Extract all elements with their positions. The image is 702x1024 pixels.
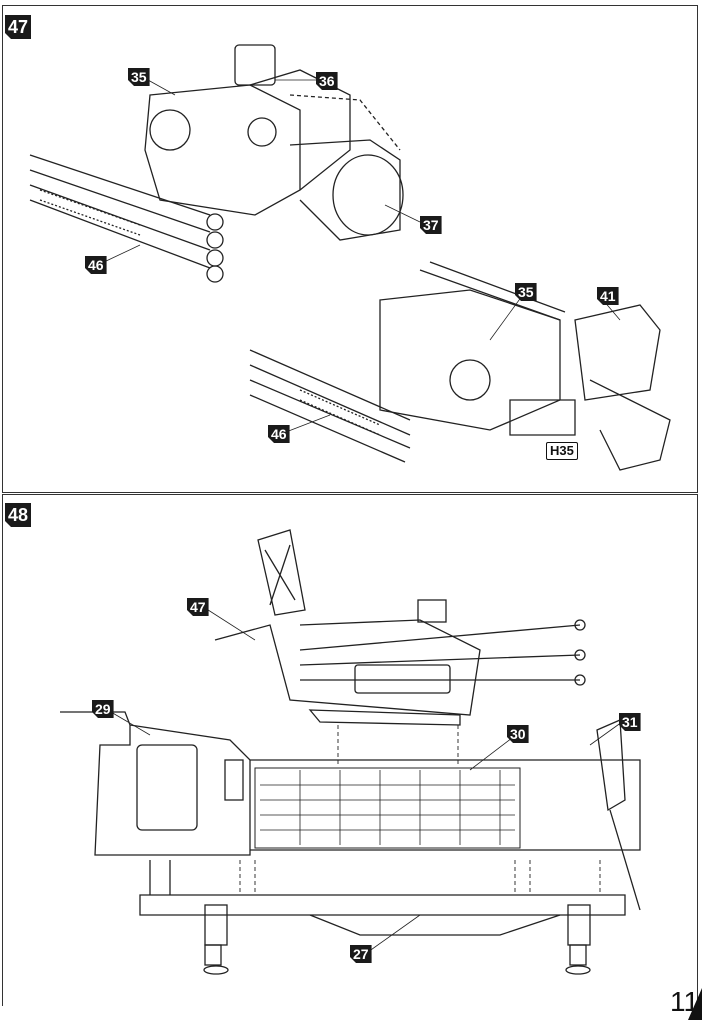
turret-side-view xyxy=(214,529,586,726)
part-label-41: 41 xyxy=(597,287,619,305)
part-label-47: 47 xyxy=(187,598,209,616)
part-label-36: 36 xyxy=(316,72,338,90)
part-label-35: 35 xyxy=(128,68,150,86)
step-48-panel xyxy=(2,494,698,1006)
chassis-frame xyxy=(139,894,626,975)
part-label-31: 31 xyxy=(619,713,641,731)
part-label-27: 27 xyxy=(350,945,372,963)
hull-side-view xyxy=(60,711,641,911)
step-48-number: 48 xyxy=(5,503,31,527)
part-label-30: 30 xyxy=(507,725,529,743)
gun-barrels-bottom xyxy=(249,349,411,463)
gun-barrels-top xyxy=(29,154,224,283)
part-label-35-lower: 35 xyxy=(515,283,537,301)
part-label-46: 46 xyxy=(85,256,107,274)
step-47-number: 47 xyxy=(5,15,31,39)
alignment-guides xyxy=(239,725,601,895)
part-label-29: 29 xyxy=(92,700,114,718)
reference-label-h35: H35 xyxy=(546,442,578,460)
turret-assembly-bottom xyxy=(249,261,671,471)
leader-lines xyxy=(103,79,623,953)
step-47-panel xyxy=(2,5,698,493)
turret-assembly-top xyxy=(29,44,404,283)
part-label-46-lower: 46 xyxy=(268,425,290,443)
part-label-37: 37 xyxy=(420,216,442,234)
